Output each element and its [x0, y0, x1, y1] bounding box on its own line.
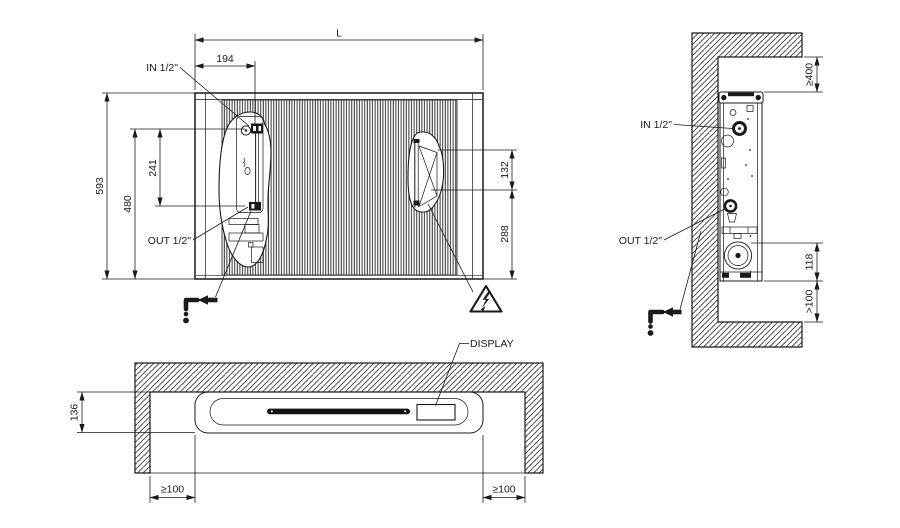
lower-manifold: [228, 218, 264, 263]
drain-funnel: [727, 213, 737, 223]
inlet-label: IN 1/2": [146, 62, 178, 74]
display-window: [416, 403, 456, 421]
outlet-leader: [192, 206, 249, 241]
unit-front-panel: [194, 92, 484, 280]
dim-depth-text: 136: [69, 404, 81, 422]
front-view: L 194 593 480 241: [94, 28, 517, 324]
dim-box-span-text: 132: [499, 161, 511, 179]
dimension-box-span: 132 288: [431, 149, 517, 280]
air-outlet-slot: [267, 408, 410, 415]
dimension-bottom-clearance: >100: [804, 280, 823, 323]
capillary-mark: [242, 157, 246, 168]
dim-inlet-outlet-span-text: 241: [147, 159, 159, 177]
front-grille-outline: [209, 398, 469, 426]
side-outlet-leader: [663, 208, 726, 241]
dim-inlet-height-text: 480: [122, 195, 134, 213]
unit-plan-outline: [194, 391, 484, 434]
mounting-plate: [236, 116, 264, 213]
dim-connection-height-text: 118: [804, 253, 816, 270]
dimension-inlet-outlet-span: 241: [147, 128, 245, 207]
dimension-depth: 136: [69, 391, 195, 433]
plan-view: DISPLAY 136 ≥100 ≥100: [69, 338, 544, 503]
electrical-hazard-icon: [427, 203, 503, 313]
fan-motor: [723, 241, 753, 270]
outlet-connection: [249, 202, 261, 211]
dim-box-bottom-text: 288: [499, 225, 511, 243]
dim-left-clearance-text: ≥100: [161, 484, 184, 496]
electrical-box-opening: [407, 131, 445, 213]
outlet-label: OUT 1/2": [148, 235, 191, 247]
side-outlet-label: OUT 1/2": [619, 235, 662, 247]
dimension-right-clearance: ≥100: [482, 435, 526, 503]
side-power-cable-arrow-icon: [647, 230, 702, 336]
wall-section: [691, 32, 803, 348]
dimension-left-clearance: ≥100: [149, 435, 196, 503]
plate-hole: [244, 167, 251, 175]
inlet-fitting: [732, 121, 747, 136]
inlet-valve-assembly: [240, 123, 263, 136]
top-grille-cap: [718, 91, 764, 104]
side-inlet-leader: [673, 124, 733, 129]
unit-side-section: [718, 91, 764, 282]
electrical-box: [413, 139, 438, 208]
dimension-inlet-offset: 194: [194, 53, 256, 124]
outlet-fitting: [723, 199, 738, 213]
dimension-total-height: 593: [94, 92, 195, 280]
dimension-top-clearance: ≥400: [764, 56, 823, 93]
dimension-length: L: [194, 28, 484, 90]
power-cable-arrow-icon: [183, 210, 252, 324]
left-service-opening: [218, 111, 272, 268]
display-label: DISPLAY: [470, 338, 514, 350]
inlet-leader: [179, 67, 250, 127]
dim-inlet-offset-text: 194: [216, 53, 234, 65]
side-inlet-label: IN 1/2": [640, 119, 672, 131]
dimension-inlet-height: 480: [122, 128, 245, 280]
dim-right-clearance-text: ≥100: [492, 484, 515, 496]
dimension-connection-height: 118: [751, 242, 823, 282]
dim-total-height-text: 593: [94, 177, 106, 195]
plan-wall-section: [134, 362, 544, 474]
dim-length-text: L: [336, 28, 342, 40]
dim-bottom-clearance-text: >100: [804, 290, 816, 314]
support-plate: [721, 226, 758, 234]
display-leader: [435, 343, 469, 406]
side-internals: [720, 105, 762, 278]
dim-top-clearance-text: ≥400: [804, 63, 816, 86]
side-view: ≥400 118 >100 IN 1/2" OUT 1/2": [619, 32, 823, 348]
